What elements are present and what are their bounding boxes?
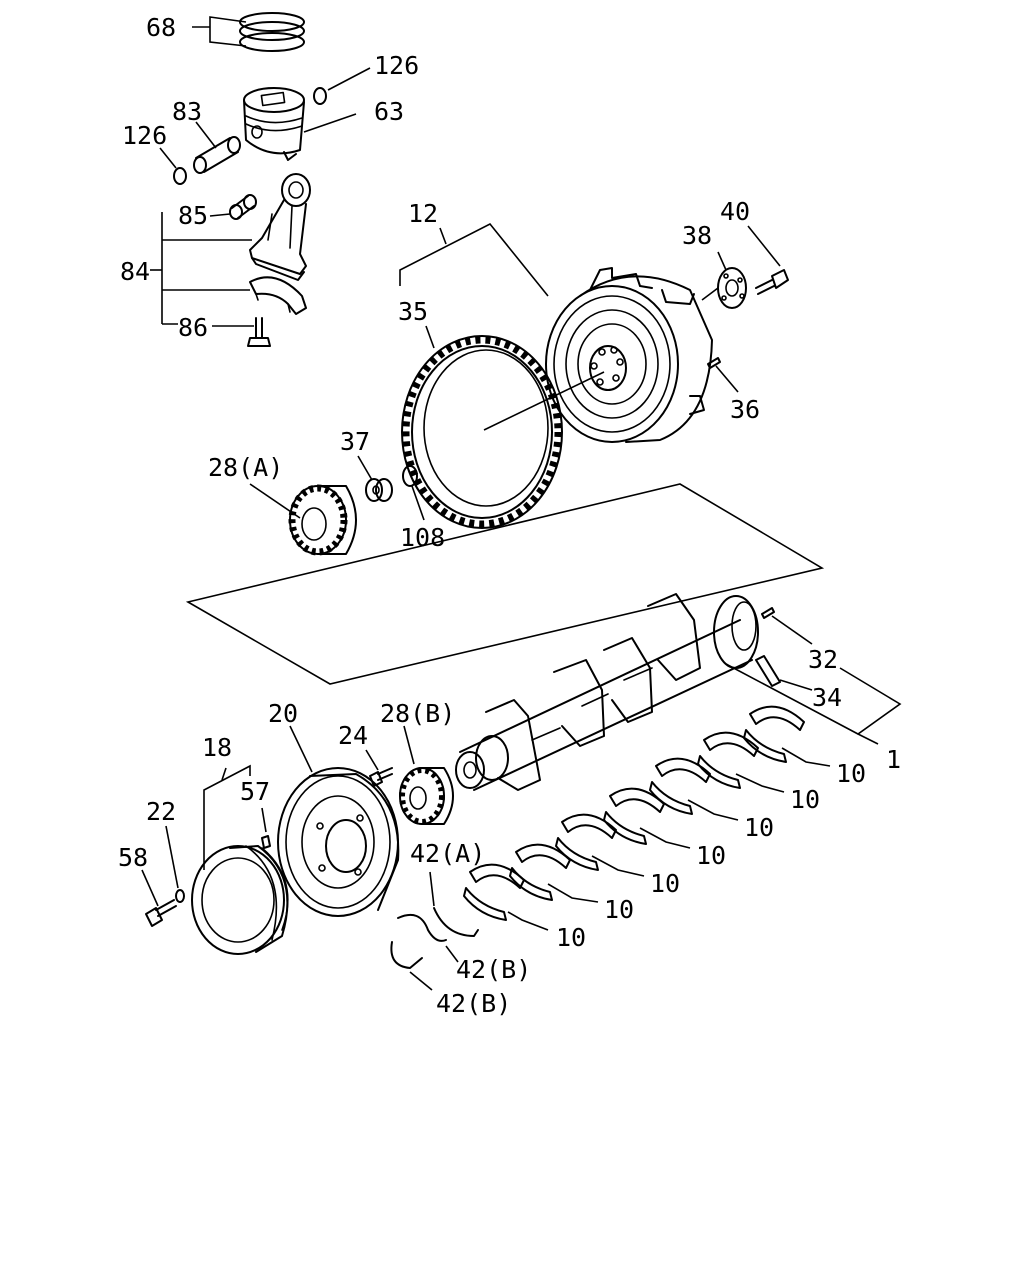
ring-gear [401,335,563,529]
label-108: 108 [400,523,445,552]
flywheel-bolt [755,269,789,295]
damper-bolt [145,899,177,927]
label-22: 22 [146,797,176,826]
main-bearings [463,705,805,921]
label-68: 68 [146,13,176,42]
damper-washer [175,889,185,903]
thrust-washer-b2 [390,941,423,969]
label-38: 38 [682,221,712,250]
label-126-left: 126 [122,121,167,150]
piston-pin [193,136,241,174]
crank-dowel [755,655,781,687]
label-28a: 28(A) [208,453,283,482]
flywheel-dowel-pin [707,357,721,369]
crank-pulley [277,767,400,917]
label-10-g: 10 [556,923,586,952]
label-42a: 42(A) [410,839,485,868]
piston-rings [239,12,305,52]
circlip-left [173,167,187,185]
label-63: 63 [374,97,404,126]
label-58: 58 [118,843,148,872]
label-1: 1 [886,745,901,774]
thrust-washer-b1 [397,914,447,942]
label-40: 40 [720,197,750,226]
label-10-f: 10 [604,895,634,924]
label-37: 37 [340,427,370,456]
label-10-b: 10 [790,785,820,814]
label-42b-1: 42(B) [456,955,531,984]
flywheel-plate [717,267,747,309]
label-36: 36 [730,395,760,424]
label-28b: 28(B) [380,699,455,728]
label-34: 34 [812,683,842,712]
label-20: 20 [268,699,298,728]
retaining-ring [402,465,418,487]
label-10-e: 10 [650,869,680,898]
crank-pin [761,607,775,619]
label-10-c: 10 [744,813,774,842]
connecting-rod [249,173,311,315]
label-42b-2: 42(B) [436,989,511,1018]
piston [243,87,305,161]
label-24: 24 [338,721,368,750]
label-12: 12 [408,199,438,228]
damper [191,845,289,955]
crankshaft [455,593,759,791]
flywheel [545,267,713,443]
label-84: 84 [120,257,150,286]
spacer [365,478,393,502]
label-32: 32 [808,645,838,674]
conrod-bushing [229,194,257,220]
damper-pin [261,835,271,849]
label-10-d: 10 [696,841,726,870]
thrust-washer-a [433,907,479,937]
circlip-right [313,87,327,105]
label-86: 86 [178,313,208,342]
label-57: 57 [240,777,270,806]
label-85: 85 [178,201,208,230]
label-18: 18 [202,733,232,762]
label-83: 83 [172,97,202,126]
label-10-a: 10 [836,759,866,788]
conrod-bolt [247,317,271,347]
label-126-right: 126 [374,51,419,80]
crank-gear-b [399,767,454,825]
label-35: 35 [398,297,428,326]
crank-gear-a [288,484,357,556]
